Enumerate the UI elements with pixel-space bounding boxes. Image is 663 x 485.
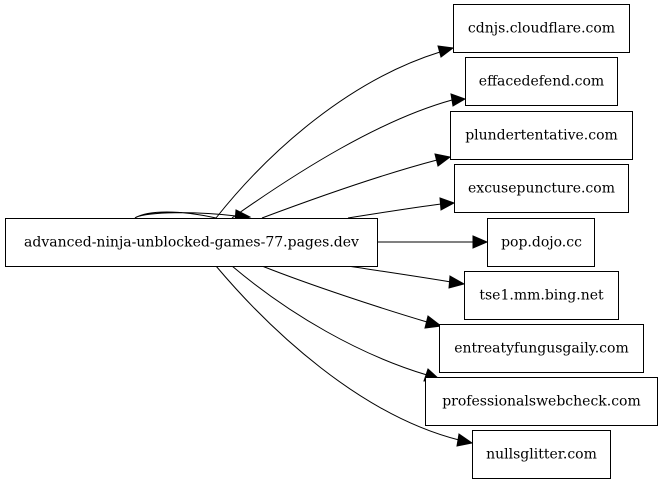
edge-to-tse1 [347, 265, 452, 283]
source-node[interactable]: advanced-ninja-unblocked-games-77.pages.… [5, 218, 378, 267]
edge-self-loop [134, 211, 237, 219]
edge-to-entreaty-arrowhead [424, 315, 443, 329]
target-node-label: pop.dojo.cc [501, 235, 582, 251]
edge-to-nullsglitter-arrowhead [456, 433, 474, 447]
edge-to-plundertentative [261, 159, 438, 219]
edge-to-tse1-arrowhead [448, 275, 466, 289]
nodes: advanced-ninja-unblocked-games-77.pages.… [5, 4, 658, 479]
edge-to-cdnjs [215, 51, 441, 219]
target-node-label: professionalswebcheck.com [442, 394, 641, 410]
target-node-label: tse1.mm.bing.net [479, 288, 604, 304]
target-node-nullsglitter[interactable]: nullsglitter.com [472, 430, 611, 479]
edge-to-excusepuncture [347, 203, 442, 219]
edge-to-plundertentative-arrowhead [434, 153, 452, 167]
target-node-label: plundertentative.com [465, 128, 618, 144]
edge-to-effacedefend-arrowhead [450, 93, 467, 107]
target-node-entreaty[interactable]: entreatyfungusgaily.com [439, 324, 644, 373]
target-node-excusepuncture[interactable]: excusepuncture.com [454, 164, 629, 213]
edge-to-excusepuncture-arrowhead [439, 197, 456, 211]
target-node-label: excusepuncture.com [468, 181, 615, 197]
source-node-label: advanced-ninja-unblocked-games-77.pages.… [24, 235, 359, 251]
target-node-effacedefend[interactable]: effacedefend.com [465, 57, 618, 106]
edge-to-effacedefend [231, 99, 453, 219]
edge-to-entreaty [261, 265, 428, 323]
target-node-plundertentative[interactable]: plundertentative.com [450, 111, 633, 160]
edge-to-popdojo-arrowhead [472, 235, 489, 249]
edge-to-nullsglitter [215, 265, 460, 441]
target-node-label: effacedefend.com [479, 74, 604, 90]
target-node-label: cdnjs.cloudflare.com [468, 21, 615, 37]
target-node-label: nullsglitter.com [486, 447, 597, 463]
target-node-professionalswebcheck[interactable]: professionalswebcheck.com [425, 377, 658, 426]
target-node-label: entreatyfungusgaily.com [454, 341, 628, 357]
edges [134, 45, 489, 447]
edge-to-cdnjs-arrowhead [437, 45, 455, 58]
target-node-cdnjs[interactable]: cdnjs.cloudflare.com [453, 4, 630, 53]
target-node-tse1[interactable]: tse1.mm.bing.net [464, 271, 619, 320]
edge-to-professionalswebcheck [231, 265, 428, 376]
target-node-popdojo[interactable]: pop.dojo.cc [487, 218, 595, 267]
